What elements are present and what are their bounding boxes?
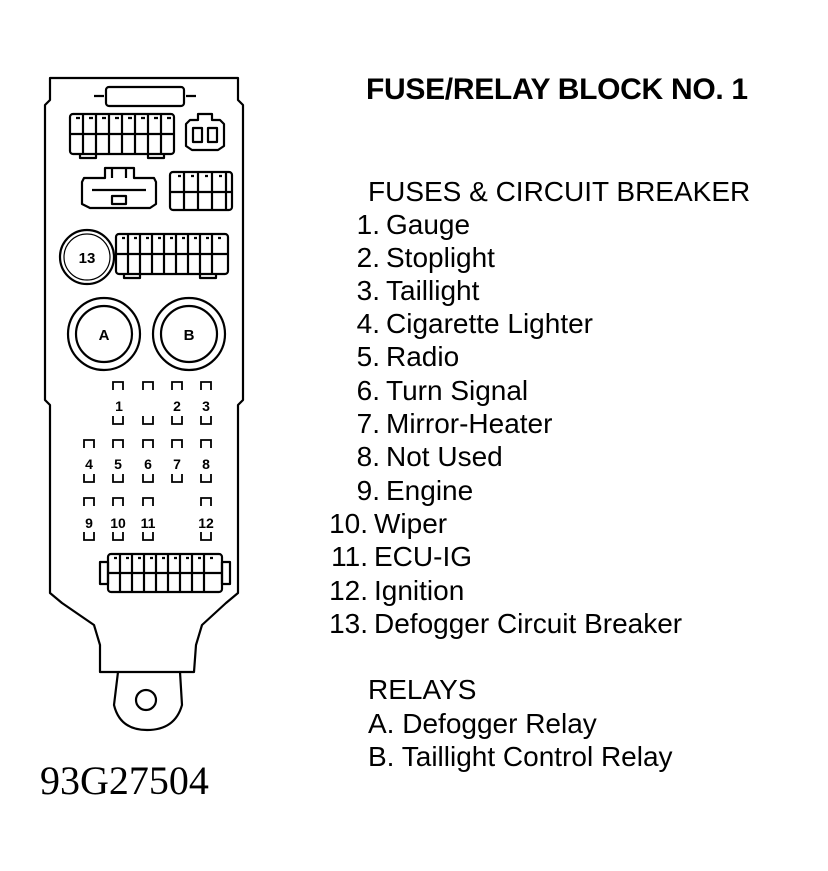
connector-mid-left [80,166,158,210]
circuit-breaker-13 [58,228,116,286]
fuse-item: 3.Taillight [356,275,480,306]
relay-item: B. Taillight Control Relay [368,741,673,772]
fuse-item: 9.Engine [356,475,474,506]
figure-code: 93G27504 [40,758,209,803]
fuse-item: 7.Mirror-Heater [356,408,553,439]
mount-hole [134,688,158,712]
fuse-item: 5.Radio [356,341,460,372]
fuse-slot [200,439,212,483]
fuse-label-9: 9 [85,515,93,531]
fuse-label-2: 2 [173,398,181,414]
connector-top-right [184,112,226,152]
fuse-slot [83,497,95,541]
fuse-item: 13.Defogger Circuit Breaker [329,608,683,639]
page-title: FUSE/RELAY BLOCK NO. 1 [366,73,748,106]
top-tab [104,85,186,108]
fuse-slot [142,381,154,425]
fuses-heading: FUSES & CIRCUIT BREAKER [368,176,751,207]
fuse-slot [171,381,183,425]
fuse-item: 6.Turn Signal [356,375,529,406]
fuse-label-1: 1 [115,398,123,414]
fuse-label-8: 8 [202,456,210,472]
relay-a-label: A [99,327,110,344]
connector-mid-right [168,170,234,212]
fuse-block-diagram: 13 A B 1 2 3 4 5 6 7 8 9 10 11 12 [43,76,245,732]
relay-b-label: B [184,327,195,344]
fuse-item: 11.ECU-IG [331,541,472,572]
relay-b [151,296,227,372]
fuse-slot [171,439,183,483]
fuse-label-11: 11 [141,515,156,531]
block-outline [43,76,245,732]
fuse-label-5: 5 [114,456,122,472]
fuse-label-10: 10 [110,515,126,531]
fuse-slot [83,439,95,483]
relay-a [66,296,142,372]
fuse-label-3: 3 [202,398,210,414]
relays-heading: RELAYS [368,674,477,705]
fuse-item: 8.Not Used [356,441,503,472]
fuse-slot [112,439,124,483]
fuse-item: 2.Stoplight [356,242,495,273]
fuse-label-12: 12 [198,515,214,531]
fuse-slot [112,381,124,425]
fuse-slot [200,381,212,425]
fuse-slot [142,497,154,541]
fuse-item: 4.Cigarette Lighter [356,308,594,339]
connector-top-left [68,112,176,160]
relay-item: A. Defogger Relay [368,708,597,739]
fuse-slot [200,497,212,541]
fuse-slot [142,439,154,483]
connector-center [114,232,230,280]
fuse-label-7: 7 [173,456,181,472]
fuse-slot [112,497,124,541]
connector-bottom [98,552,232,594]
fuse-item: 12.Ignition [329,575,465,606]
fuse-slots [83,381,212,541]
fuse-label-6: 6 [144,456,152,472]
fuse-item: 10.Wiper [329,508,448,539]
fuse-label-4: 4 [85,456,93,472]
breaker-label-13: 13 [79,250,96,267]
fuse-item: 1.Gauge [356,209,471,240]
